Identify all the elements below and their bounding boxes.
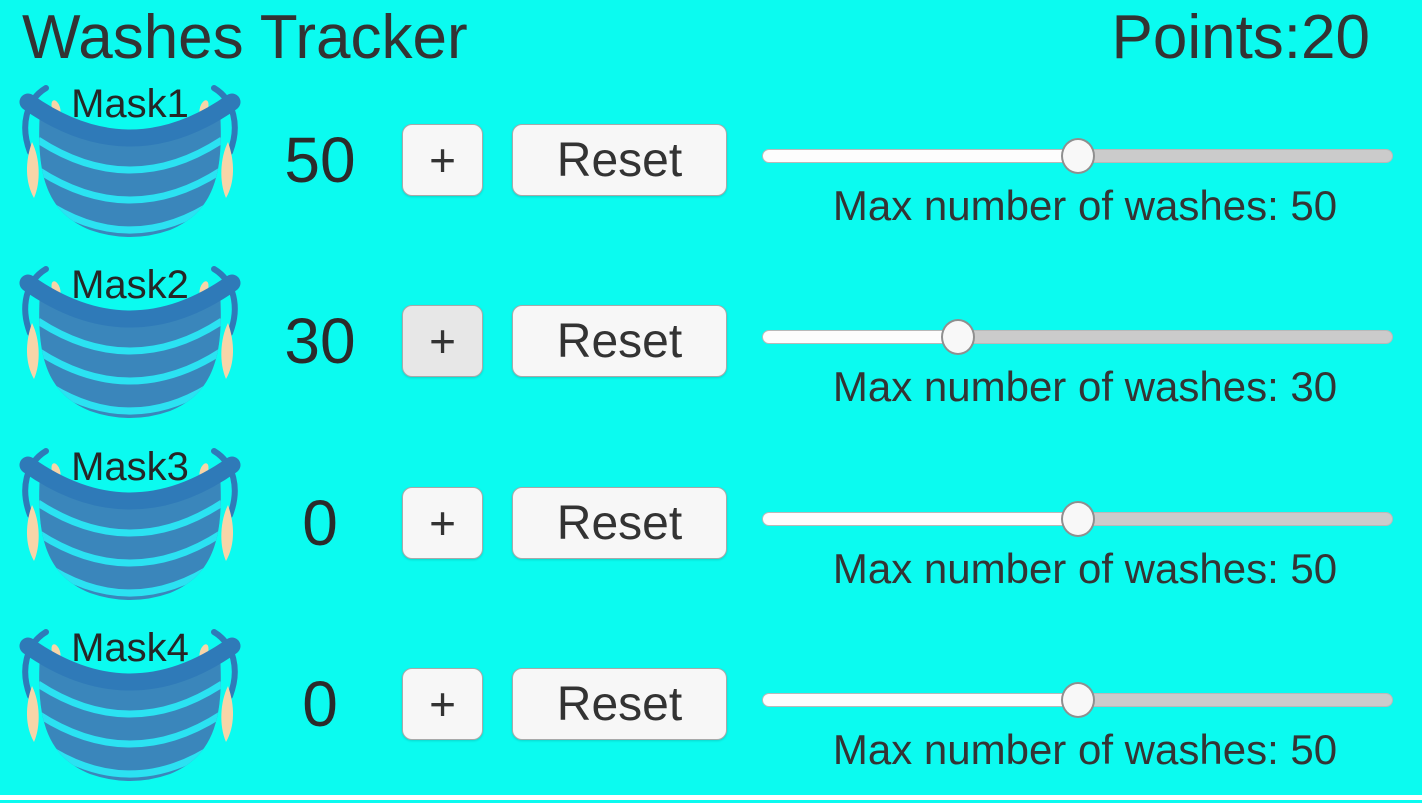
increment-button[interactable]: + [402,305,483,377]
mask-name-label: Mask2 [71,263,189,307]
increment-button[interactable]: + [402,124,483,196]
face-mask-icon [19,629,241,781]
points-value: 20 [1301,3,1370,72]
slider-thumb[interactable] [1060,682,1095,718]
max-washes-label: Max number of washes: 50 [832,726,1338,773]
max-washes-label: Max number of washes: 50 [832,182,1338,229]
points-display: Points:20 [1111,2,1370,73]
reset-button[interactable]: Reset [512,668,727,740]
reset-button[interactable]: Reset [512,487,727,559]
max-washes-label: Max number of washes: 30 [832,363,1338,410]
wash-count: 50 [284,124,356,196]
slider-thumb[interactable] [940,319,975,355]
washes-slider[interactable] [762,319,1393,355]
slider-thumb[interactable] [1060,138,1095,174]
wash-count: 0 [302,487,338,559]
mask-name-label: Mask3 [71,445,189,489]
washes-slider[interactable] [762,682,1393,718]
wash-count: 0 [302,668,338,740]
mask-image: Mask1 [12,78,248,246]
washes-slider[interactable] [762,501,1393,537]
face-mask-icon [19,448,241,600]
increment-button[interactable]: + [402,487,483,559]
mask-name-label: Mask1 [71,82,189,126]
max-washes-label: Max number of washes: 50 [832,545,1338,592]
mask-row: Mask2 30 + Reset Max number of washes: 3… [0,259,1422,440]
mask-row: Mask4 0 + Reset Max number of washes: 50 [0,622,1422,803]
increment-button[interactable]: + [402,668,483,740]
mask-image: Mask3 [12,441,248,609]
mask-row: Mask3 0 + Reset Max number of washes: 50 [0,441,1422,622]
mask-image: Mask4 [12,622,248,790]
slider-thumb[interactable] [1060,501,1095,537]
bottom-edge [0,795,1422,800]
face-mask-icon [19,266,241,418]
mask-row: Mask1 50 + Reset Max number of washes: 5… [0,78,1422,259]
slider-track[interactable] [762,330,1393,344]
mask-name-label: Mask4 [71,626,189,670]
face-mask-icon [19,85,241,237]
points-label: Points: [1111,3,1302,72]
washes-slider[interactable] [762,138,1393,174]
reset-button[interactable]: Reset [512,124,727,196]
wash-count: 30 [284,305,356,377]
page-title: Washes Tracker [22,3,468,72]
reset-button[interactable]: Reset [512,305,727,377]
mask-image: Mask2 [12,259,248,427]
